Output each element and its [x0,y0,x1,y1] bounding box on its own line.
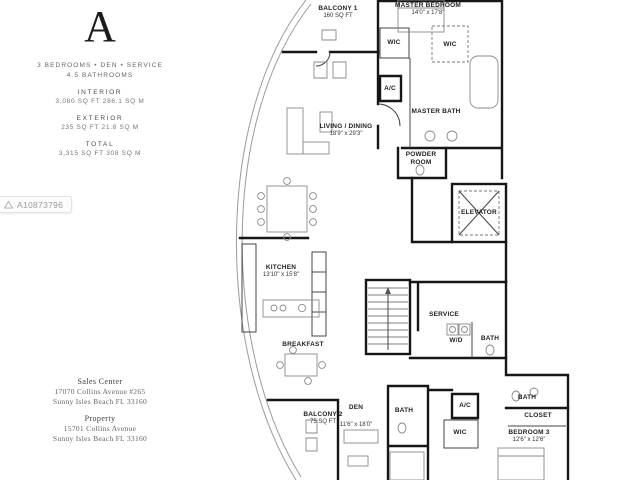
stat-total-value: 3,315 SQ FT 308 SQ M [58,150,142,158]
plan-letter: A [84,2,116,51]
sales-center-label: Sales Center [77,377,123,386]
address-panel: Sales Center 17070 Collins Avenue #265 S… [14,377,186,443]
stat-exterior-label: EXTERIOR [76,115,124,123]
bathrooms-line: 4.5 BATHROOMS [66,72,134,80]
property-line-1: 15701 Collins Avenue [63,424,137,433]
watermark-badge: A10873796 [0,196,73,213]
stat-interior-value: 3,080 SQ FT 286.1 SQ M [55,98,145,106]
sales-center-line-1: 17070 Collins Avenue #265 [54,387,146,396]
stat-interior-label: INTERIOR [77,89,123,97]
photo-icon [3,199,14,210]
unit-info-panel: A 3 BEDROOMS • DEN • SERVICE 4.5 BATHROO… [14,2,186,157]
watermark-id: A10873796 [17,199,64,210]
features-line: 3 BEDROOMS • DEN • SERVICE [37,62,163,70]
stat-interior: INTERIOR 3,080 SQ FT 286.1 SQ M [14,89,186,105]
walls [238,0,570,480]
stat-total-label: TOTAL [85,141,115,149]
furniture [257,0,545,480]
property-label: Property [84,414,116,423]
sales-center-line-2: Sunny Isles Beach FL 33160 [52,397,148,406]
property-line-2: Sunny Isles Beach FL 33160 [52,434,148,443]
stat-exterior-value: 235 SQ FT 21.8 SQ M [61,124,139,132]
stat-exterior: EXTERIOR 235 SQ FT 21.8 SQ M [14,115,186,131]
stat-total: TOTAL 3,315 SQ FT 308 SQ M [14,141,186,157]
facade-curves [236,0,312,480]
